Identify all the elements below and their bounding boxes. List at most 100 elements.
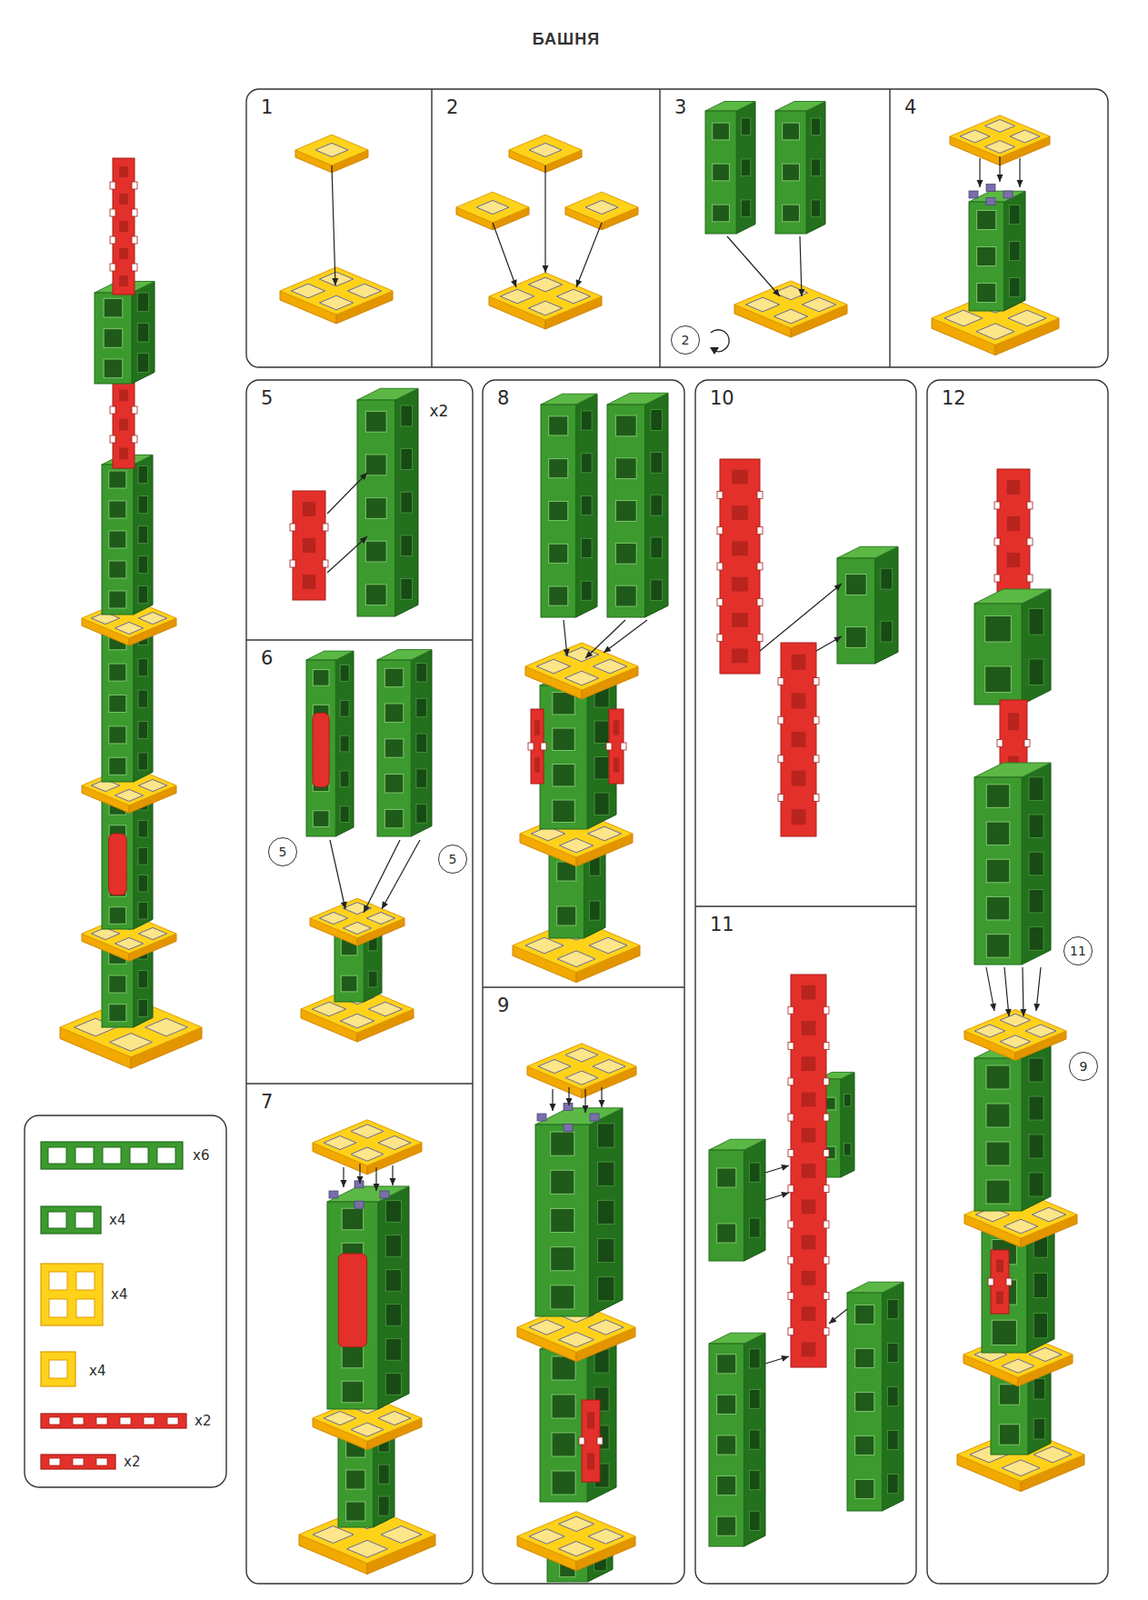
arrow-head [566,1098,573,1106]
plate-window [145,1018,189,1037]
connector-peg [968,190,979,199]
step-panel: 7 [246,1083,473,1584]
connector-peg [354,1200,364,1208]
column-window [717,1394,737,1414]
column-window [137,353,150,373]
column-side [743,1332,766,1547]
column-window [138,998,149,1017]
legend-piece-window [167,1417,179,1425]
plate-window [1008,309,1047,327]
column-window [138,526,149,544]
plate-window [985,140,1016,154]
connector-peg [589,1113,599,1121]
connector-peg [1003,190,1013,199]
arrow-head [381,900,389,909]
red-bar-notch [813,716,819,724]
callout-number: 9 [1068,1051,1099,1081]
column-top [847,1281,904,1293]
column-window [400,491,413,513]
column-window [977,282,997,302]
red-bar-notch [109,406,116,414]
arrow-head [331,278,339,286]
column-window [986,1065,1010,1089]
legend-quantity: x4 [89,1364,106,1378]
column-window [748,1470,760,1490]
red-bar-notch [289,559,296,568]
red-bar-notch [823,1078,829,1086]
plate-window [476,199,510,214]
rotate-symbol-head [709,347,719,355]
plate-top [456,191,530,223]
red-bar-notch [997,739,1003,748]
red-bar-notch [620,742,627,750]
arrow-head [798,289,805,297]
column-window [986,1141,1010,1166]
column-window [740,118,750,136]
column-window [1028,777,1044,801]
column-window [109,907,127,925]
plate-window [559,838,593,853]
divider [482,986,685,988]
column-window [748,1388,760,1408]
plate-window [959,129,990,143]
legend-piece-window [48,1211,67,1228]
arrow-head [780,1355,789,1362]
red-bar-notch [322,559,329,568]
column-window [365,498,387,520]
column-window [855,1435,875,1455]
column-window [109,530,127,549]
connector-peg [537,1113,547,1121]
arrow-head [1033,1003,1040,1011]
arrow-head [389,1177,397,1186]
plate-window [1025,1024,1057,1038]
column-window [887,1474,899,1494]
red-bar-notch [1027,538,1033,546]
column-window [844,1093,852,1107]
legend-quantity: x2 [123,1455,140,1469]
column-window [1028,1134,1044,1158]
column-window [580,453,592,473]
column-window [138,556,149,574]
column-window [615,500,637,522]
column-window [748,1217,760,1238]
red-bar-notch [109,236,116,244]
red-bar-hole [119,419,129,431]
plate-window [1003,1218,1038,1234]
frame [482,379,685,1584]
column-face [775,110,807,234]
column-face [974,777,1022,965]
column-window [109,500,127,519]
frame [246,89,1109,368]
frame [246,379,473,1584]
plate-window [559,1516,595,1531]
legend-piece-window [96,1417,108,1425]
assembly-arrow [363,839,400,913]
column-face [990,1374,1029,1455]
red-bar-notch [788,1006,794,1014]
red-bar-hole [613,719,619,735]
column-window [1028,1172,1044,1197]
column-face [101,464,134,615]
red-bar [112,380,135,469]
column-window [365,410,387,432]
arrow-head [1005,1008,1012,1017]
column-window [712,122,730,140]
column-window [845,627,867,649]
arrow-head [1019,1008,1027,1017]
column-top [708,1332,766,1344]
column-window [717,1476,737,1496]
red-bar-notch [131,236,138,244]
assembly-arrow [759,583,842,651]
connector-peg [379,1190,390,1198]
red-bar-hole [996,1259,1004,1273]
plate-window [528,277,562,292]
step-panel: 11 [695,906,917,1584]
column-window [580,580,592,600]
legend-piece [40,1263,103,1326]
step-number: 8 [497,389,510,409]
arrow-head [359,536,368,544]
arrow-head [340,900,348,909]
column-window [416,768,427,788]
step-panel: 10 [695,379,917,907]
